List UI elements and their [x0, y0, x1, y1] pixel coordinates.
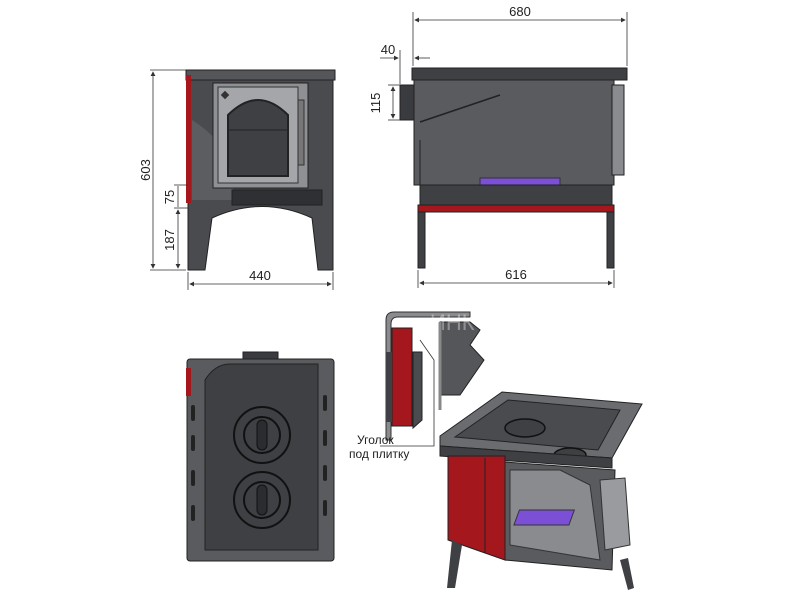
side-dimensions: 680 40 115 616	[368, 4, 628, 288]
tile-corner-detail: Уголок под плитку ИНК	[349, 310, 485, 461]
detail-label-line2: под плитку	[349, 447, 409, 461]
front-dimensions: 603 75 187 440	[138, 69, 334, 290]
dim-side-chimney-height: 115	[368, 93, 383, 114]
burner-bottom	[233, 471, 291, 529]
red-tile-section	[391, 327, 413, 427]
front-view	[185, 69, 336, 271]
isometric-view	[439, 391, 643, 590]
dim-side-chimney-offset: 40	[381, 42, 395, 57]
dim-front-leg-height: 187	[162, 229, 177, 251]
dim-side-body-length: 616	[505, 267, 527, 282]
iso-grate	[513, 509, 576, 526]
front-red-tile-strip	[186, 75, 191, 203]
burner-top	[233, 406, 291, 464]
front-top-plate	[185, 69, 336, 81]
front-ash-drawer	[231, 189, 323, 206]
detail-label-line1: Уголок	[357, 433, 394, 447]
watermark: ИНК	[430, 310, 475, 335]
top-view	[186, 351, 335, 562]
dim-front-width: 440	[249, 268, 271, 283]
dim-front-height: 603	[138, 159, 153, 181]
side-grate	[479, 177, 561, 186]
side-view	[399, 67, 628, 269]
front-door-window	[227, 99, 289, 177]
dim-side-total-length: 680	[509, 4, 531, 19]
side-top-plate	[411, 67, 628, 81]
dim-front-ash-height: 75	[162, 190, 177, 204]
side-chimney	[399, 84, 415, 121]
